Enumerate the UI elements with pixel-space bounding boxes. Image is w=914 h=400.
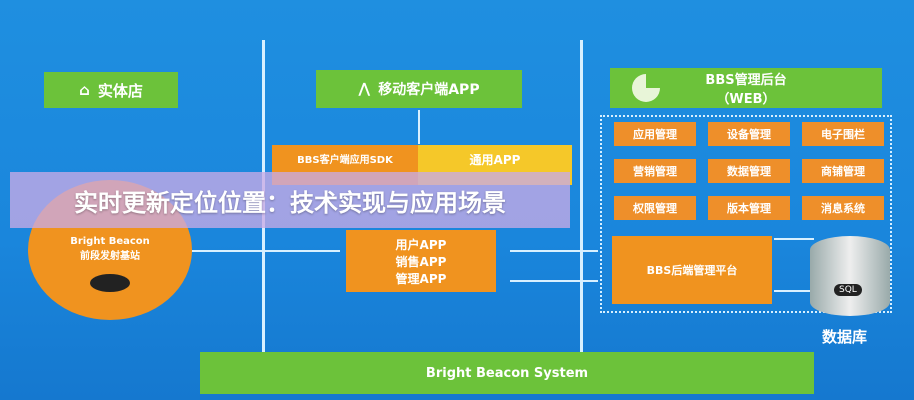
module-box: 应用管理: [614, 122, 696, 146]
module-box: 版本管理: [708, 196, 790, 220]
page-title: 实时更新定位位置：技术实现与应用场景: [74, 188, 506, 217]
home-icon: ⌂: [79, 81, 90, 99]
title-banner: 实时更新定位位置：技术实现与应用场景: [10, 172, 570, 228]
arrow-left: [510, 280, 598, 282]
arrow-down: [418, 110, 420, 144]
module-box: 权限管理: [614, 196, 696, 220]
module-box: 消息系统: [802, 196, 884, 220]
module-box: 电子围栏: [802, 122, 884, 146]
system-bar: Bright Beacon System: [200, 352, 814, 394]
signal-icon: ⋀: [358, 81, 371, 97]
backend-box: BBS后端管理平台: [612, 236, 772, 304]
divider: [580, 40, 583, 358]
mobile-box: ⋀移动客户端APP: [316, 70, 522, 108]
bbs-admin-box: BBS管理后台（WEB）: [610, 68, 882, 108]
arrow-right: [190, 250, 340, 252]
arrow-left: [774, 238, 814, 240]
database-label: 数据库: [822, 328, 868, 346]
store-box: ⌂实体店: [44, 72, 178, 108]
arrow-right: [774, 290, 814, 292]
database-icon: SQL: [810, 236, 890, 316]
arrow-right: [510, 250, 598, 252]
module-box: 商铺管理: [802, 159, 884, 183]
admin-container: [600, 115, 892, 313]
module-box: 营销管理: [614, 159, 696, 183]
beacon-device-icon: [90, 274, 130, 292]
pie-chart-icon: [632, 74, 660, 102]
module-box: 数据管理: [708, 159, 790, 183]
module-box: 设备管理: [708, 122, 790, 146]
